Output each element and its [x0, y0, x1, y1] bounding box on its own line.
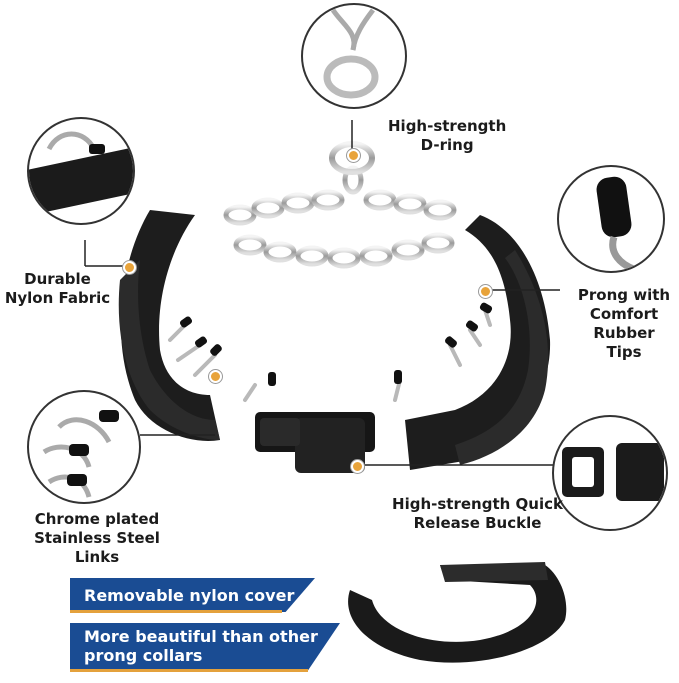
nylon-label: Durable Nylon Fabric [0, 270, 115, 308]
dring-detail-circle [301, 3, 407, 109]
prong-label-line1: Prong with [577, 286, 671, 304]
nylon-detail-circle [27, 117, 135, 225]
removable-nylon-cover-image [348, 562, 567, 663]
more-beautiful-text: More beautiful than other prong collars [70, 623, 340, 665]
prong-label: Prong with Comfort Rubber Tips [574, 286, 674, 362]
prong-label-line3: Rubber Tips [593, 324, 655, 361]
nylon-detail-icon [29, 131, 133, 215]
rubber-tip-icon [596, 176, 641, 271]
prong-detail-circle [557, 165, 665, 273]
quick-release-buckle [255, 412, 375, 473]
buckle-dot [351, 460, 364, 473]
more-beautiful-line1: More beautiful than other [84, 627, 318, 646]
dring-label-line1: High-strength [388, 117, 507, 135]
buckle-detail-circle [552, 415, 668, 531]
chrome-dot [209, 370, 222, 383]
nylon-label-line1: Durable [24, 270, 91, 288]
chain-links [223, 165, 457, 269]
prong-label-line2: Comfort [589, 305, 659, 323]
chrome-label: Chrome plated Stainless Steel Links [12, 510, 182, 567]
more-beautiful-line2: prong collars [84, 646, 203, 665]
buckle-detail-icon [562, 443, 664, 501]
removable-cover-text: Removable nylon cover [84, 586, 295, 605]
dring-label: High-strength D-ring [388, 117, 506, 155]
chrome-label-line1: Chrome plated [34, 510, 160, 528]
nylon-dot [123, 261, 136, 274]
more-beautiful-banner: More beautiful than other prong collars [70, 623, 340, 672]
buckle-label: High-strength Quick Release Buckle [385, 495, 570, 533]
nylon-label-line2: Nylon Fabric [4, 289, 111, 307]
chrome-links-icon [42, 410, 119, 498]
dring-label-line2: D-ring [420, 136, 474, 154]
buckle-label-line1: High-strength Quick [392, 495, 563, 513]
chrome-detail-circle [27, 390, 141, 504]
removable-cover-banner: Removable nylon cover [70, 578, 315, 613]
chrome-label-line2: Stainless Steel Links [34, 529, 160, 566]
dring-dot [347, 149, 360, 162]
prong-dot [479, 285, 492, 298]
dring-detail-icon [323, 8, 379, 99]
buckle-label-line2: Release Buckle [413, 514, 542, 532]
rubber-tips [179, 302, 493, 386]
prongs [168, 308, 492, 402]
